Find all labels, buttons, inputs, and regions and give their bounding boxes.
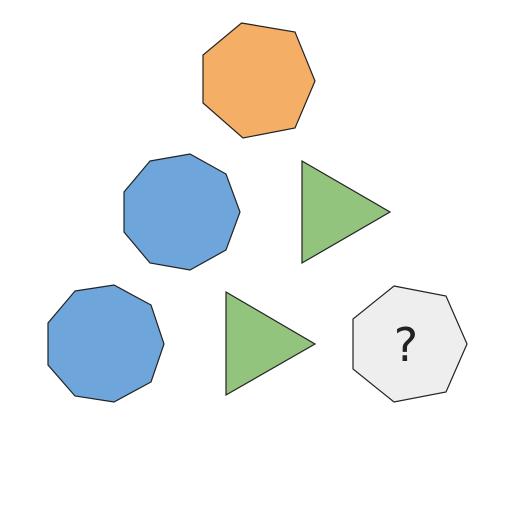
nonagon-middle-left bbox=[123, 153, 241, 271]
triangle-bottom-middle bbox=[225, 290, 317, 397]
heptagon-bottom-right-missing bbox=[352, 285, 468, 403]
heptagon-top bbox=[202, 22, 316, 139]
missing-answer-mark: ? bbox=[394, 318, 418, 372]
nonagon-bottom-left bbox=[47, 284, 165, 403]
triangle-middle-right bbox=[301, 159, 392, 265]
